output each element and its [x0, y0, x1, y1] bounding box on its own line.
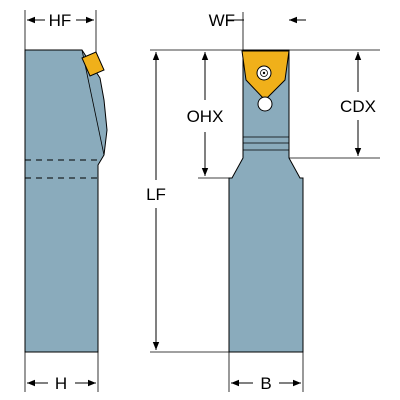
cdx-label: CDX	[340, 97, 376, 116]
side-view-neck-line	[81, 49, 105, 156]
wf-dimension: WF	[209, 11, 306, 50]
b-dimension: B	[228, 352, 304, 393]
side-view-body	[24, 49, 108, 353]
side-view-insert	[81, 51, 105, 77]
h-dimension: H	[24, 352, 99, 393]
clamp-pin	[257, 96, 273, 112]
h-label: H	[55, 374, 67, 393]
side-view	[24, 49, 108, 353]
ohx-dimension: OHX	[187, 52, 232, 179]
ohx-label: OHX	[187, 107, 224, 126]
torx-screw-icon	[256, 65, 272, 81]
wf-label: WF	[209, 11, 235, 30]
hf-label: HF	[49, 11, 72, 30]
front-view	[228, 49, 304, 353]
cdx-dimension: CDX	[289, 52, 380, 159]
lf-label: LF	[146, 185, 166, 204]
lf-dimension: LF	[146, 52, 229, 353]
b-label: B	[260, 374, 271, 393]
hf-dimension: HF	[24, 10, 97, 52]
